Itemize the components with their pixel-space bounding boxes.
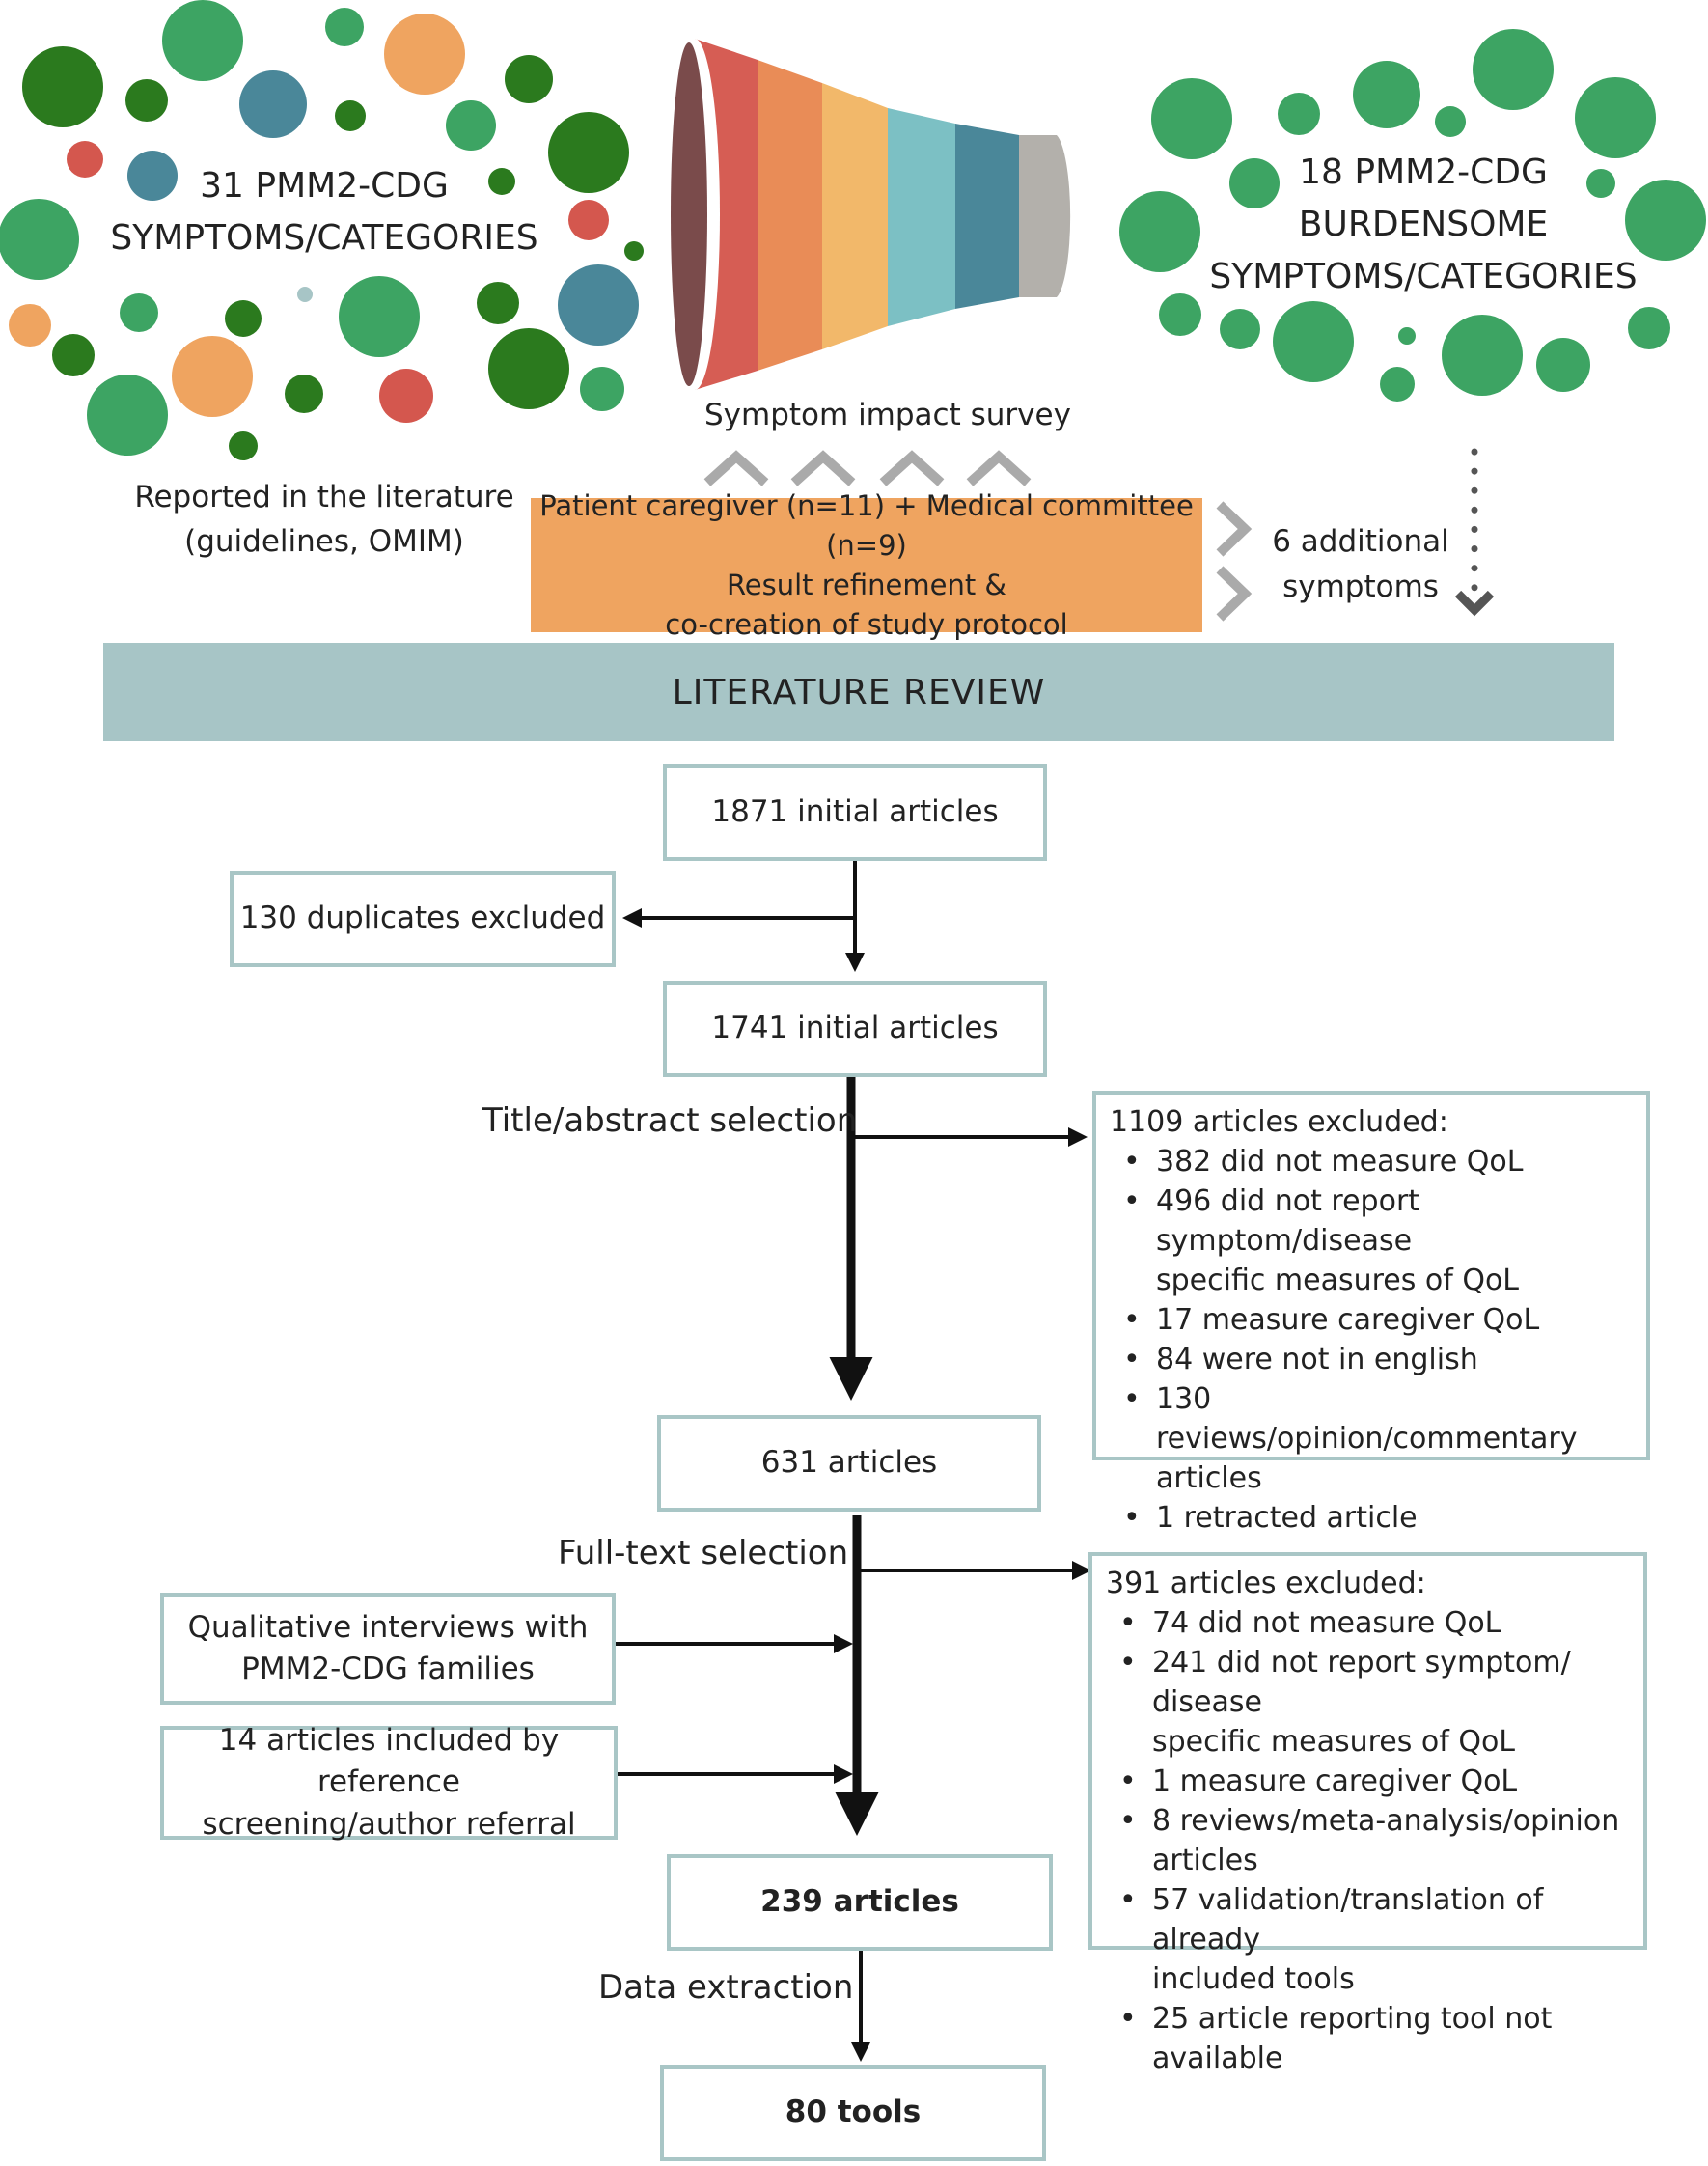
excluded-1109-item: 496 did not report symptom/diseasespecif… bbox=[1123, 1181, 1633, 1300]
additional-chevrons bbox=[1216, 501, 1253, 622]
duplicates-box: 130 duplicates excluded bbox=[230, 871, 616, 967]
excluded-1109-heading: 1109 articles excluded: bbox=[1110, 1105, 1448, 1139]
committee-line2: Result refinement & bbox=[726, 568, 1007, 601]
literature-review-banner: LITERATURE REVIEW bbox=[103, 643, 1614, 741]
additional-line1: 6 additional bbox=[1272, 524, 1449, 559]
excluded-1109-item: 382 did not measure QoL bbox=[1123, 1142, 1633, 1181]
interviews-line2: PMM2-CDG families bbox=[241, 1652, 535, 1686]
excluded-391-item: 57 validation/translation of alreadyincl… bbox=[1119, 1880, 1630, 1999]
excluded-391-item: 1 measure caregiver QoL bbox=[1119, 1762, 1630, 1801]
title-abstract-label: Title/abstract selection bbox=[482, 1101, 858, 1140]
reference-line2: screening/author referral bbox=[202, 1806, 576, 1842]
excluded-391-heading: 391 articles excluded: bbox=[1106, 1567, 1426, 1600]
excluded-391-box: 391 articles excluded: 74 did not measur… bbox=[1088, 1552, 1647, 2075]
committee-box: Patient caregiver (n=11) + Medical commi… bbox=[531, 489, 1202, 641]
excluded-391-item: 241 did not report symptom/ diseasespeci… bbox=[1119, 1643, 1630, 1762]
additional-line2: symptoms bbox=[1282, 569, 1439, 604]
left-cloud-title-line1: 31 PMM2-CDG bbox=[200, 166, 449, 206]
reference-line1: 14 articles included by reference bbox=[218, 1722, 560, 1800]
excluded-391-item: 25 article reporting tool not available bbox=[1119, 1999, 1630, 2078]
full-text-label: Full-text selection bbox=[558, 1534, 849, 1572]
right-cloud-title-line3: SYMPTOMS/CATEGORIES bbox=[1209, 257, 1638, 296]
excluded-1109-item: 1 retracted article bbox=[1123, 1498, 1633, 1538]
right-cloud-title-line2: BURDENSOME bbox=[1298, 205, 1549, 244]
initial-1741-box: 1741 initial articles bbox=[663, 981, 1047, 1077]
dotted-down-arrow bbox=[1454, 448, 1495, 617]
committee-line1: Patient caregiver (n=11) + Medical commi… bbox=[539, 488, 1194, 562]
survey-label: Symptom impact survey bbox=[704, 398, 1071, 432]
flow-connectors bbox=[616, 857, 1091, 2062]
right-cloud-title: 18 PMM2-CDG BURDENSOME SYMPTOMS/CATEGORI… bbox=[1187, 147, 1660, 303]
reference-box: 14 articles included by reference screen… bbox=[160, 1723, 618, 1842]
left-cloud-caption: Reported in the literature (guidelines, … bbox=[131, 475, 517, 564]
left-caption-line1: Reported in the literature bbox=[134, 480, 514, 514]
symptom-funnel bbox=[670, 39, 1071, 390]
survey-chevrons bbox=[703, 450, 1032, 486]
excluded-1109-item: 84 were not in english bbox=[1123, 1340, 1633, 1379]
initial-1871-box: 1871 initial articles bbox=[663, 764, 1047, 861]
excluded-391-list: 74 did not measure QoL 241 did not repor… bbox=[1106, 1603, 1630, 2078]
right-cloud-title-line1: 18 PMM2-CDG bbox=[1299, 153, 1548, 192]
left-symptom-cloud bbox=[0, 0, 644, 460]
data-extraction-label: Data extraction bbox=[598, 1968, 854, 2007]
right-symptom-cloud bbox=[1119, 29, 1706, 402]
additional-symptoms-label: 6 additional symptoms bbox=[1264, 519, 1457, 610]
excluded-1109-box: 1109 articles excluded: 382 did not meas… bbox=[1092, 1091, 1650, 1538]
tools-80-box: 80 tools bbox=[660, 2065, 1046, 2161]
committee-line3: co-creation of study protocol bbox=[665, 607, 1068, 641]
excluded-391-item: 74 did not measure QoL bbox=[1119, 1603, 1630, 1643]
articles-239-box: 239 articles bbox=[667, 1854, 1053, 1951]
interviews-box: Qualitative interviews with PMM2-CDG fam… bbox=[160, 1593, 616, 1705]
articles-631-box: 631 articles bbox=[657, 1415, 1041, 1512]
left-cloud-title: 31 PMM2-CDG SYMPTOMS/CATEGORIES bbox=[93, 160, 556, 264]
excluded-1109-item: 17 measure caregiver QoL bbox=[1123, 1300, 1633, 1340]
left-caption-line2: (guidelines, OMIM) bbox=[184, 524, 464, 559]
left-cloud-title-line2: SYMPTOMS/CATEGORIES bbox=[110, 218, 538, 258]
interviews-line1: Qualitative interviews with bbox=[187, 1609, 589, 1645]
excluded-1109-list: 382 did not measure QoL 496 did not repo… bbox=[1110, 1142, 1633, 1538]
